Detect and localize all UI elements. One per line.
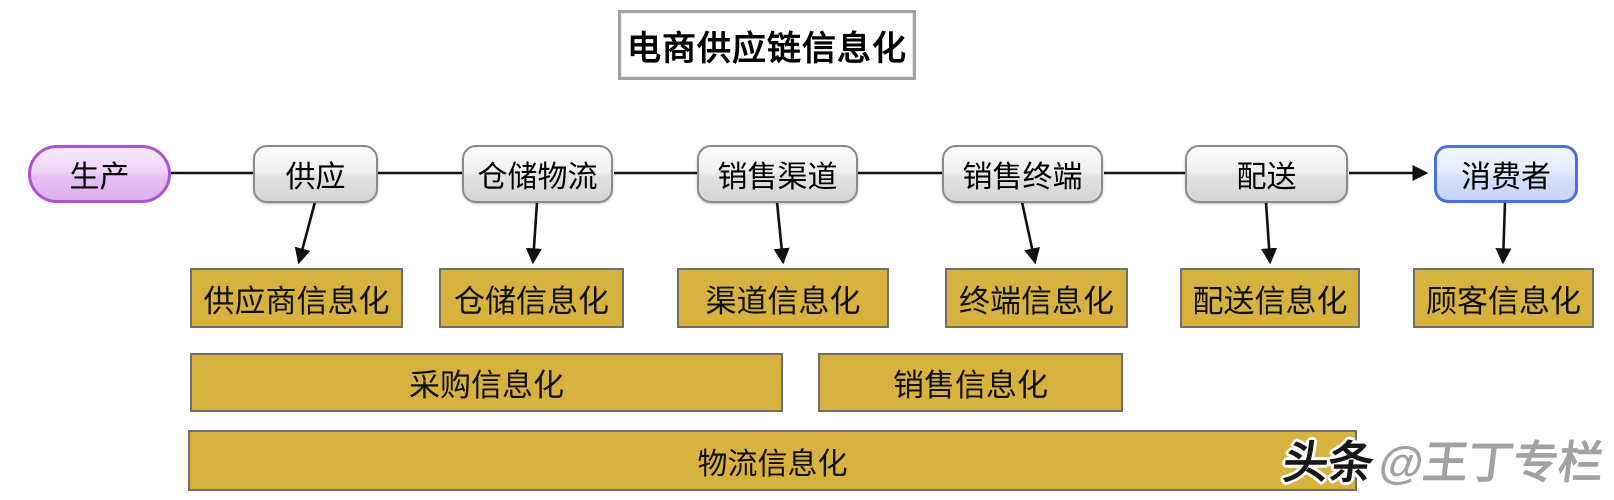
watermark: 头条@王丁专栏: [1280, 426, 1608, 491]
flow-node-consumer: 消费者: [1434, 145, 1578, 203]
span-box-sales: 销售信息化: [818, 353, 1123, 412]
watermark-brand: 头条: [1280, 437, 1377, 488]
down-arrow: [1261, 201, 1278, 265]
info-box-terminal: 终端信息化: [945, 268, 1128, 328]
flow-node-warehouse-logistics: 仓储物流: [462, 145, 613, 203]
down-arrow: [1495, 201, 1512, 265]
flow-node-production: 生产: [28, 145, 171, 203]
down-arrow: [294, 201, 317, 265]
diagram-title: 电商供应链信息化: [618, 10, 916, 80]
info-box-channel: 渠道信息化: [677, 268, 889, 328]
down-arrow: [1020, 201, 1040, 265]
info-box-supplier: 供应商信息化: [190, 268, 403, 328]
span-box-procurement: 采购信息化: [190, 353, 783, 412]
flow-node-sales-terminal: 销售终端: [942, 145, 1103, 203]
down-arrow: [525, 201, 542, 265]
flow-node-supply: 供应: [253, 145, 378, 203]
flow-node-delivery: 配送: [1185, 145, 1348, 203]
bottom-box-logistics: 物流信息化: [188, 430, 1357, 491]
info-box-delivery: 配送信息化: [1180, 268, 1360, 328]
flow-node-sales-channel: 销售渠道: [697, 145, 858, 203]
watermark-handle: @王丁专栏: [1376, 437, 1607, 488]
down-arrow: [773, 201, 790, 265]
info-box-customer: 顾客信息化: [1413, 268, 1594, 328]
info-box-warehouse: 仓储信息化: [439, 268, 624, 328]
